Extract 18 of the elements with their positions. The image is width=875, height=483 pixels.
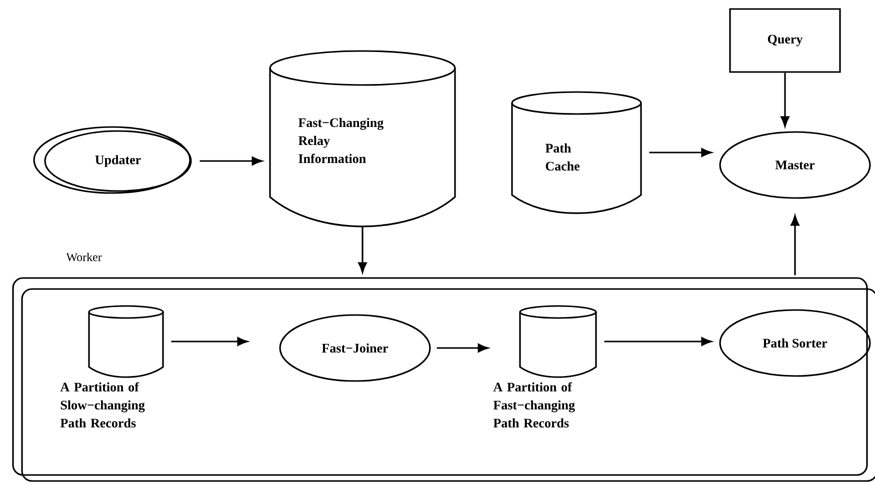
node-label: Path Cache (545, 143, 580, 171)
arrow (171, 337, 248, 346)
arrow (436, 344, 488, 352)
database-cylinder: Path Cache (511, 91, 642, 214)
database-cylinder: Fast−Changing Relay Information (269, 50, 456, 228)
arrow (790, 215, 800, 276)
arrow (358, 226, 367, 273)
node-label: Worker (66, 252, 102, 262)
input-box: Query (729, 8, 841, 73)
node-label: Fast−Changing Relay Information (298, 118, 384, 164)
arrow (200, 156, 262, 166)
arrow (649, 148, 712, 157)
node-label: A Partition of Fast−changing Path Records (493, 382, 575, 428)
database-cylinder: A Partition of Slow−changing Path Records (60, 305, 164, 428)
arrow (780, 72, 790, 127)
node-label: A Partition of Slow−changing Path Records (60, 382, 145, 428)
database-cylinder: A Partition of Fast−changing Path Records (493, 305, 597, 428)
arrow (604, 337, 712, 346)
